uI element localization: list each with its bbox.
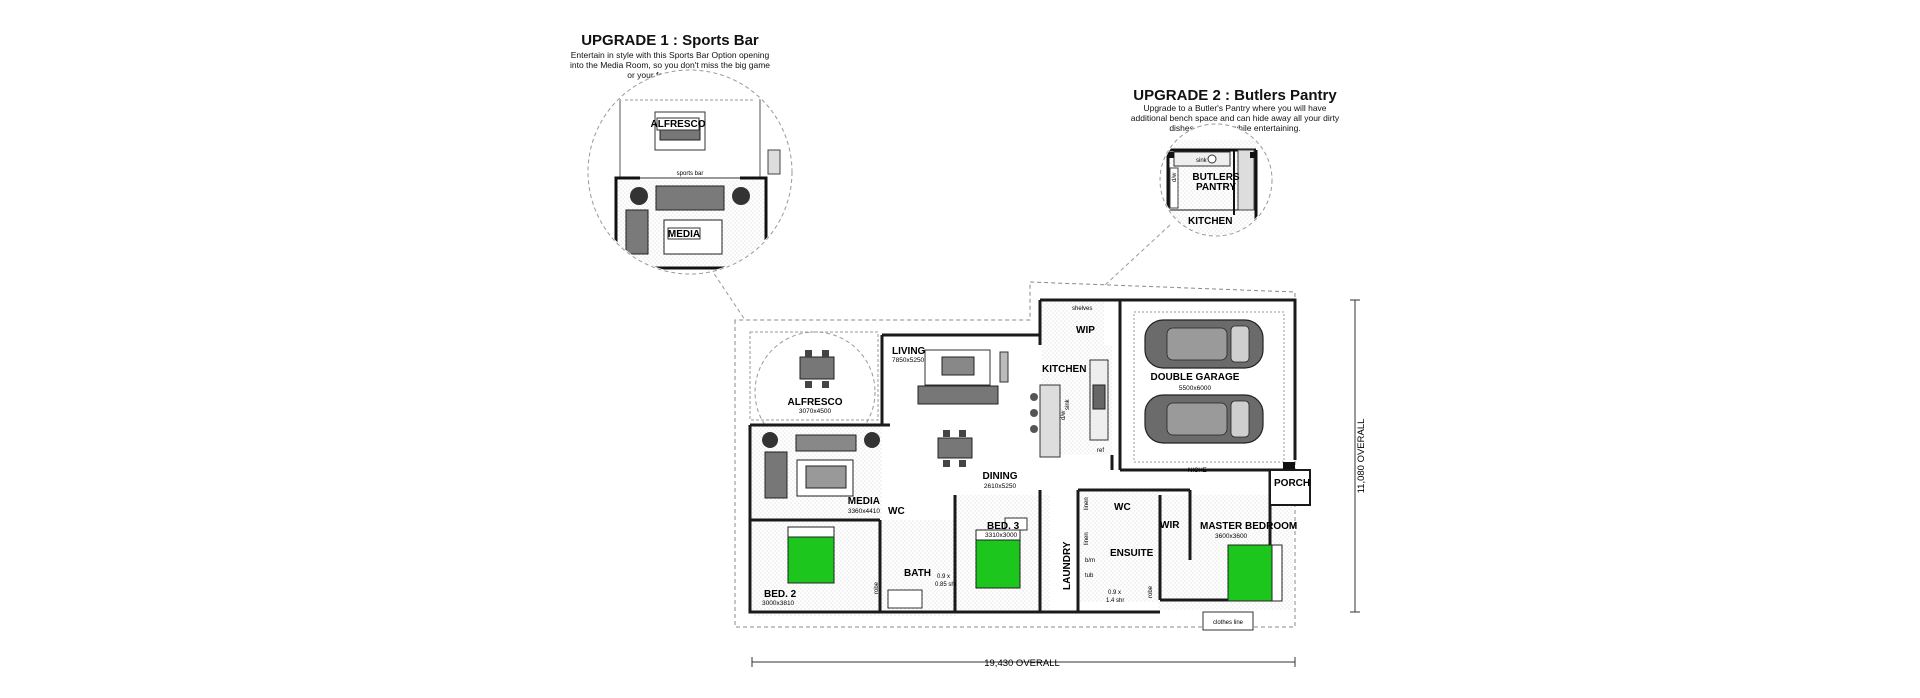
inset-alfresco-label: ALFRESCO <box>651 119 706 130</box>
room-label-living: LIVING <box>892 346 926 357</box>
room-label-master: MASTER BEDROOM <box>1200 521 1297 532</box>
room-label-media: MEDIA <box>848 496 880 507</box>
ref-label: ref <box>1097 448 1104 454</box>
room-label-wip: WIP <box>1076 325 1095 336</box>
room-label-dining: DINING <box>983 471 1018 482</box>
room-label-bed2: BED. 2 <box>764 589 797 600</box>
overall-width-label: 19,430 OVERALL <box>984 658 1060 669</box>
garage <box>1133 311 1295 470</box>
room-label-bath: BATH <box>904 568 931 579</box>
room-label-laundry: LAUNDRY <box>1062 541 1073 590</box>
shelves-label: shelves <box>1072 306 1092 312</box>
inset-kitchen-label: KITCHEN <box>1188 216 1232 227</box>
upgrade1-desc-line: into the Media Room, so you don't miss t… <box>569 60 771 70</box>
inset-media-label: MEDIA <box>668 229 700 240</box>
alfresco-area <box>749 331 879 453</box>
room-dim-master: 3600x3600 <box>1215 533 1248 540</box>
living-furniture <box>917 349 1109 467</box>
porch <box>1269 469 1311 506</box>
room-dim-media: 3360x4410 <box>848 508 881 515</box>
room-dim-alfresco: 3070x4500 <box>799 408 832 415</box>
room-label-ensuite: ENSUITE <box>1110 548 1154 559</box>
robe-label: robe <box>874 581 880 594</box>
upgrade2-desc-line: Upgrade to a Butler's Pantry where you w… <box>1143 103 1327 113</box>
dimension-lines <box>751 299 1360 667</box>
shower2-label: 0.9 x <box>1108 590 1121 596</box>
room-label-alfresco: ALFRESCO <box>788 397 843 408</box>
room-dim-bed2: 3000x3810 <box>762 600 795 607</box>
room-dim-bed3: 3310x3000 <box>985 532 1018 539</box>
overall-depth-label: 11,080 OVERALL <box>1356 419 1367 494</box>
upgrade2-inset: sink BUTLERS PANTRY KITCHEN d/w <box>1159 123 1273 237</box>
tub-label: tub <box>1085 573 1094 579</box>
room-label-kitchen: KITCHEN <box>1042 364 1086 375</box>
room-dim-dining: 2610x5250 <box>984 483 1017 490</box>
room-dim-living: 7850x5250 <box>892 357 925 364</box>
leader-line-upgrade2 <box>1104 224 1171 286</box>
room-labels: LIVING 7850x5250 ALFRESCO 3070x4500 KITC… <box>762 306 1310 607</box>
room-label-wc1: WC <box>888 506 905 517</box>
linen-label: linen <box>1084 532 1090 545</box>
clothes-line-label: clothes line <box>1213 620 1244 626</box>
bedroom-beds <box>787 517 1283 609</box>
media-furniture <box>762 432 880 499</box>
robe-label: robe <box>1148 585 1154 598</box>
clothes-line <box>1202 611 1254 631</box>
inset-butlers-label: BUTLERS <box>1192 172 1240 183</box>
bm-label: b/m <box>1085 558 1095 564</box>
inset-dw-label: d/w <box>1172 172 1178 182</box>
room-label-porch: PORCH <box>1274 478 1310 489</box>
upgrade1-inset: ALFRESCO MEDIA sports bar <box>587 69 793 275</box>
upgrade1-title: UPGRADE 1 : Sports Bar <box>581 32 759 49</box>
room-label-wc2: WC <box>1114 502 1131 513</box>
fixture-labels: NICHE clothes line 0.9 x 0.85 shr 0.9 x … <box>874 398 1244 626</box>
room-label-bed3: BED. 3 <box>987 521 1020 532</box>
shower2-label: 1.4 shr <box>1106 598 1124 604</box>
niche-label: NICHE <box>1188 468 1207 474</box>
sink-label: sink <box>1065 398 1071 410</box>
inset-pantry-label: PANTRY <box>1196 182 1236 193</box>
upgrade1-desc-line: Entertain in style with this Sports Bar … <box>570 50 770 60</box>
inset-sports-bar-label: sports bar <box>677 171 704 177</box>
dw-label: d/w <box>1061 410 1067 420</box>
walls <box>748 298 1297 614</box>
room-label-garage: DOUBLE GARAGE <box>1151 372 1240 383</box>
site-boundary <box>734 281 1296 628</box>
inset-sink-label: sink <box>1196 158 1208 164</box>
room-label-wir: WIR <box>1160 520 1180 531</box>
shower1-label: 0.85 shr <box>935 582 957 588</box>
linen-label: linen <box>1084 497 1090 510</box>
upgrade2-desc-line: additional bench space and can hide away… <box>1130 113 1340 123</box>
upgrade2-title: UPGRADE 2 : Butlers Pantry <box>1133 87 1337 104</box>
room-dim-garage: 5500x6000 <box>1179 385 1212 392</box>
shower1-label: 0.9 x <box>937 574 950 580</box>
